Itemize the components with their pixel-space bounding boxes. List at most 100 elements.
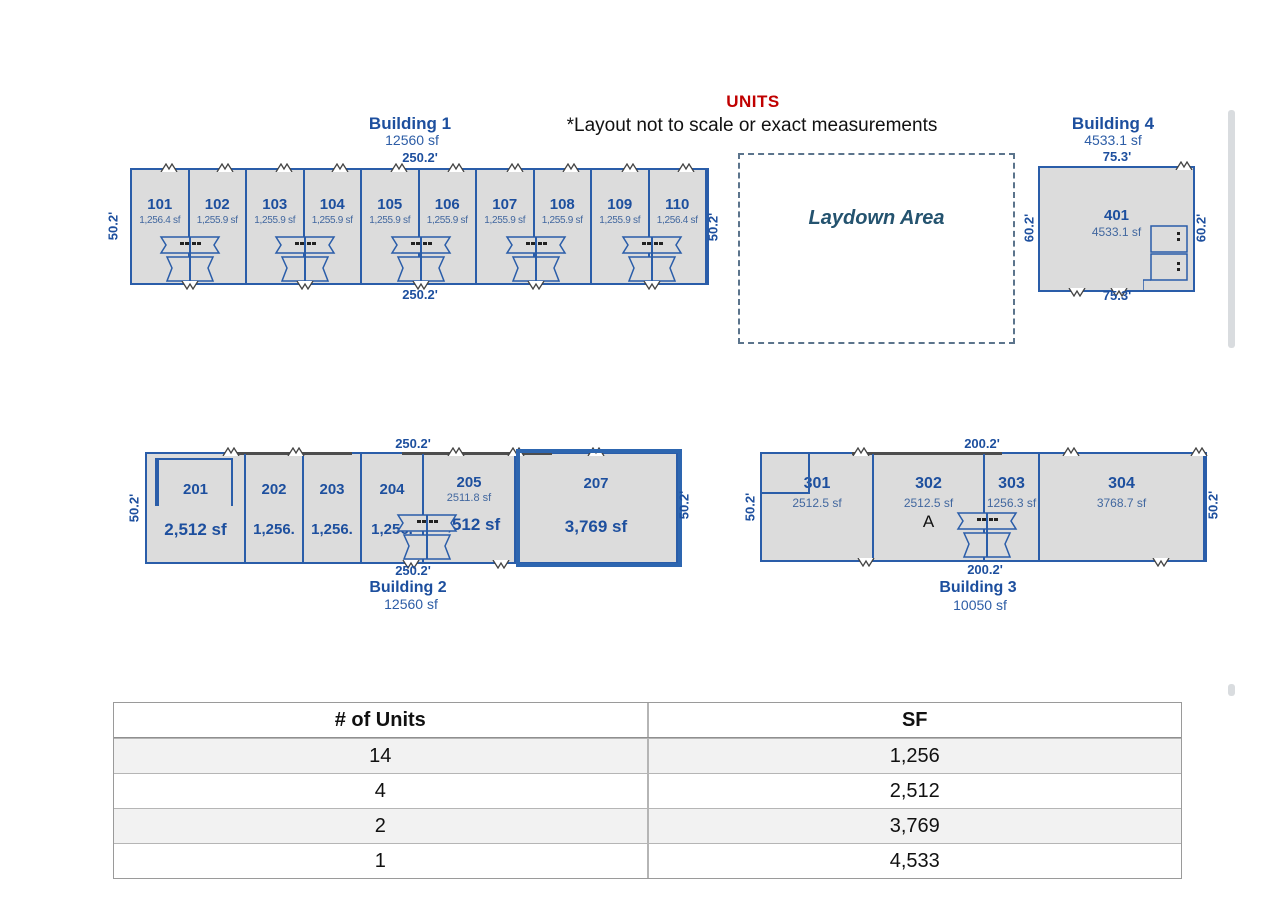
door-mark-icon	[181, 281, 199, 290]
unit-202: 202 1,256.	[246, 454, 304, 562]
unit-number: 101	[147, 196, 173, 213]
building1-dim-top: 250.2'	[402, 150, 438, 165]
units-count: 1	[374, 849, 386, 872]
unit-203: 203 1,256.	[304, 454, 362, 562]
building2-total-sf: 12560 sf	[384, 596, 438, 612]
door-mark-icon	[1062, 447, 1080, 456]
door-mark-icon	[1068, 288, 1086, 297]
unit-number: 104	[319, 196, 345, 213]
unit-number: 203	[319, 481, 345, 498]
unit-sf: 4533.1 sf	[1091, 225, 1142, 239]
building3-dim-left: 50.2'	[742, 492, 758, 522]
unit-105: 105 1,255.9 sf	[362, 170, 420, 283]
unit-number: 109	[607, 196, 633, 213]
unit-103: 103 1,255.9 sf	[247, 170, 305, 283]
unit-number: 201	[182, 481, 209, 498]
unit-number: 107	[492, 196, 518, 213]
unit-102: 102 1,255.9 sf	[190, 170, 247, 283]
door-mark-icon	[412, 281, 430, 290]
door-mark-icon	[160, 163, 178, 172]
unit-sf-small: 2511.8 sf	[446, 492, 492, 504]
unit-number: 304	[1108, 475, 1135, 492]
unit-sf: 1,256.	[311, 521, 353, 538]
building1-title: Building 1	[368, 114, 452, 133]
unit-sf: 1,256.4 sf	[139, 215, 181, 226]
unit-302: 302 2512.5 sf A	[874, 454, 985, 560]
interior-wall	[762, 454, 811, 495]
scrollbar-thumb[interactable]	[1228, 110, 1235, 348]
restroom-icon	[1143, 225, 1188, 290]
building1-outline: 101 1,256.4 sf 102 1,255.9 sf 103 1,255.…	[130, 163, 709, 290]
unit-sf: 1,255.9 sf	[599, 215, 641, 226]
door-mark-icon	[296, 281, 314, 290]
unit-number: 106	[434, 196, 460, 213]
building3-dim-right: 50.2'	[1205, 490, 1221, 520]
unit-sf: 1,255.9 sf	[311, 215, 353, 226]
building2-title: Building 2	[369, 579, 447, 596]
sf-value: 1,256	[646, 739, 1182, 773]
door-mark-icon	[621, 163, 639, 172]
table-row: 1 4,533	[114, 843, 1181, 878]
unit-number: 110	[665, 196, 690, 213]
table-row: 4 2,512	[114, 773, 1181, 808]
units-count: 4	[374, 779, 386, 802]
building3-outline: 301 2512.5 sf 302 2512.5 sf A 303 1256.3…	[760, 447, 1208, 567]
building3-dim-bottom: 200.2'	[967, 562, 1003, 577]
units-title: UNITS	[726, 92, 780, 111]
building1-dim-right: 50.2'	[705, 212, 721, 242]
door-mark-icon	[1190, 447, 1208, 456]
unit-108: 108 1,255.9 sf	[535, 170, 592, 283]
building3-dim-top: 200.2'	[964, 436, 1000, 451]
unit-101: 101 1,256.4 sf	[132, 170, 190, 283]
door-mark-icon	[287, 447, 305, 456]
door-mark-icon	[506, 163, 524, 172]
unit-303: 303 1256.3 sf	[985, 454, 1040, 560]
door-mark-icon	[390, 163, 408, 172]
door-mark-icon	[447, 447, 465, 456]
scrollbar-thumb[interactable]	[1228, 684, 1235, 696]
unit-number: 103	[262, 196, 288, 213]
unit-106: 106 1,255.9 sf	[420, 170, 477, 283]
door-mark-icon	[852, 447, 870, 456]
building4-dim-bottom: 75.3'	[1102, 288, 1132, 303]
sf-value: 3,769	[646, 809, 1182, 843]
wall-shading	[852, 452, 1002, 455]
unit-301: 301 2512.5 sf	[762, 454, 874, 560]
unit-201: 201 2,512 sf	[147, 454, 246, 562]
column-header-units: # of Units	[334, 708, 426, 731]
building1-total-sf: 12560 sf	[385, 132, 439, 148]
building2-dim-right: 50.2'	[676, 490, 692, 520]
table-row: 14 1,256	[114, 738, 1181, 773]
unit-number: 302	[915, 475, 942, 492]
building3-title: Building 3	[939, 579, 1017, 596]
door-mark-icon	[857, 558, 875, 567]
door-mark-icon	[331, 163, 349, 172]
units-summary-table: # of Units SF 14 1,256 4 2,512 2 3,769 1…	[113, 702, 1182, 879]
unit-sf: 1,255.9 sf	[541, 215, 583, 226]
unit-sf: 3,769 sf	[564, 517, 628, 536]
building3-total-sf: 10050 sf	[953, 597, 1007, 613]
building2-dim-left: 50.2'	[126, 493, 142, 523]
building4-dim-top: 75.3'	[1102, 149, 1132, 164]
wall-shading	[402, 452, 552, 455]
building4-dim-left: 60.2'	[1021, 213, 1037, 243]
door-mark-icon	[562, 163, 580, 172]
table-row: 2 3,769	[114, 808, 1181, 843]
door-mark-icon	[587, 447, 605, 456]
unit-number: 401	[1103, 207, 1130, 224]
unit-number: 108	[549, 196, 575, 213]
unit-sf: 1,256.4 sf	[656, 215, 698, 226]
door-mark-icon	[677, 163, 695, 172]
unit-number: 105	[377, 196, 403, 213]
door-mark-icon	[1152, 558, 1170, 567]
unit-sf: 3768.7 sf	[1096, 496, 1147, 510]
building4-dim-right: 60.2'	[1193, 213, 1209, 243]
door-mark-icon	[643, 281, 661, 290]
unit-number: 102	[204, 196, 230, 213]
sf-value: 2,512	[646, 774, 1182, 808]
door-mark-icon	[222, 447, 240, 456]
building1-dim-left: 50.2'	[105, 211, 121, 241]
unit-number: 303	[998, 475, 1025, 492]
unit-204: 204 1,256.	[362, 454, 424, 562]
unit-sf: 2,512 sf	[164, 520, 227, 539]
